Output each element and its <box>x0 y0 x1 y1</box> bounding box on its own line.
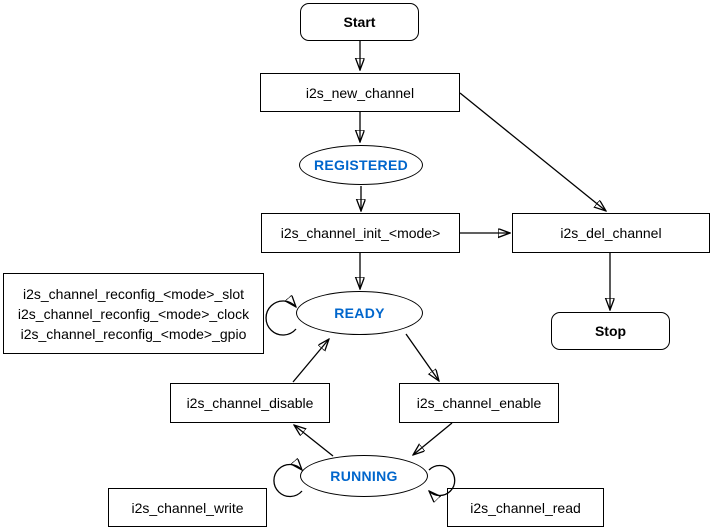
node-i2s-channel-disable-label: i2s_channel_disable <box>186 395 314 411</box>
node-i2s-channel-read-label: i2s_channel_read <box>470 499 581 516</box>
node-start-label: Start <box>343 14 376 30</box>
node-i2s-channel-reconfig: i2s_channel_reconfig_<mode>_slot i2s_cha… <box>3 273 264 354</box>
edge-running-to-disable <box>294 425 334 457</box>
node-i2s-channel-init-label: i2s_channel_init_<mode> <box>280 225 441 241</box>
state-running-label: RUNNING <box>330 468 398 484</box>
state-running: RUNNING <box>300 455 428 497</box>
state-registered-label: REGISTERED <box>313 157 408 173</box>
node-i2s-channel-write: i2s_channel_write <box>108 488 267 527</box>
node-i2s-channel-disable: i2s_channel_disable <box>170 383 330 423</box>
node-stop: Stop <box>551 312 670 350</box>
node-i2s-channel-read: i2s_channel_read <box>447 488 604 527</box>
node-i2s-del-channel: i2s_del_channel <box>512 213 710 253</box>
reconfig-line-gpio: i2s_channel_reconfig_<mode>_gpio <box>20 325 247 342</box>
node-i2s-channel-init: i2s_channel_init_<mode> <box>261 213 460 253</box>
edge-enable-to-running <box>413 422 453 455</box>
node-start: Start <box>300 3 419 41</box>
edge-ready-to-enable <box>405 333 439 381</box>
state-ready: READY <box>296 291 423 335</box>
reconfig-line-slot: i2s_channel_reconfig_<mode>_slot <box>22 285 245 302</box>
edge-ready-self-loop <box>265 301 296 336</box>
state-ready-label: READY <box>334 305 385 321</box>
node-i2s-channel-enable-label: i2s_channel_enable <box>416 395 542 411</box>
node-i2s-del-channel-label: i2s_del_channel <box>560 225 662 241</box>
node-i2s-new-channel: i2s_new_channel <box>260 73 460 112</box>
edge-disable-to-ready <box>292 339 329 383</box>
node-i2s-channel-write-label: i2s_channel_write <box>131 499 244 516</box>
reconfig-line-clock: i2s_channel_reconfig_<mode>_clock <box>17 305 250 322</box>
state-registered: REGISTERED <box>299 145 423 185</box>
node-i2s-new-channel-label: i2s_new_channel <box>305 84 415 101</box>
node-i2s-channel-enable: i2s_channel_enable <box>399 383 559 423</box>
edge-new-channel-to-del-channel <box>459 92 606 211</box>
node-stop-label: Stop <box>594 323 627 339</box>
edge-running-self-loop-left <box>273 465 302 498</box>
